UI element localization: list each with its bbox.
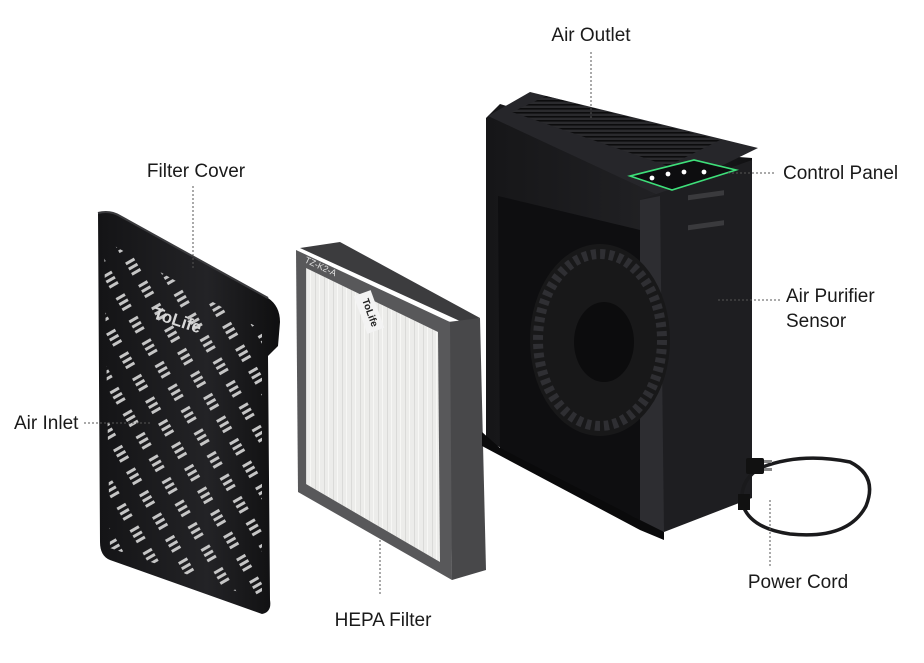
label-control-panel: Control Panel	[783, 163, 898, 184]
fan	[530, 244, 670, 436]
label-air-outlet: Air Outlet	[551, 25, 631, 46]
hepa-filter: ToLife TZ-K2-A	[296, 242, 486, 580]
label-power-cord: Power Cord	[748, 572, 848, 593]
power-cord	[738, 456, 872, 537]
label-sensor-line1: Air Purifier	[786, 286, 875, 307]
label-air-inlet: Air Inlet	[14, 413, 79, 434]
label-sensor-line2: Sensor	[786, 311, 847, 332]
label-hepa-filter: HEPA Filter	[335, 610, 432, 631]
filter-cover: ToLife	[97, 211, 280, 614]
label-filter-cover: Filter Cover	[147, 161, 246, 182]
